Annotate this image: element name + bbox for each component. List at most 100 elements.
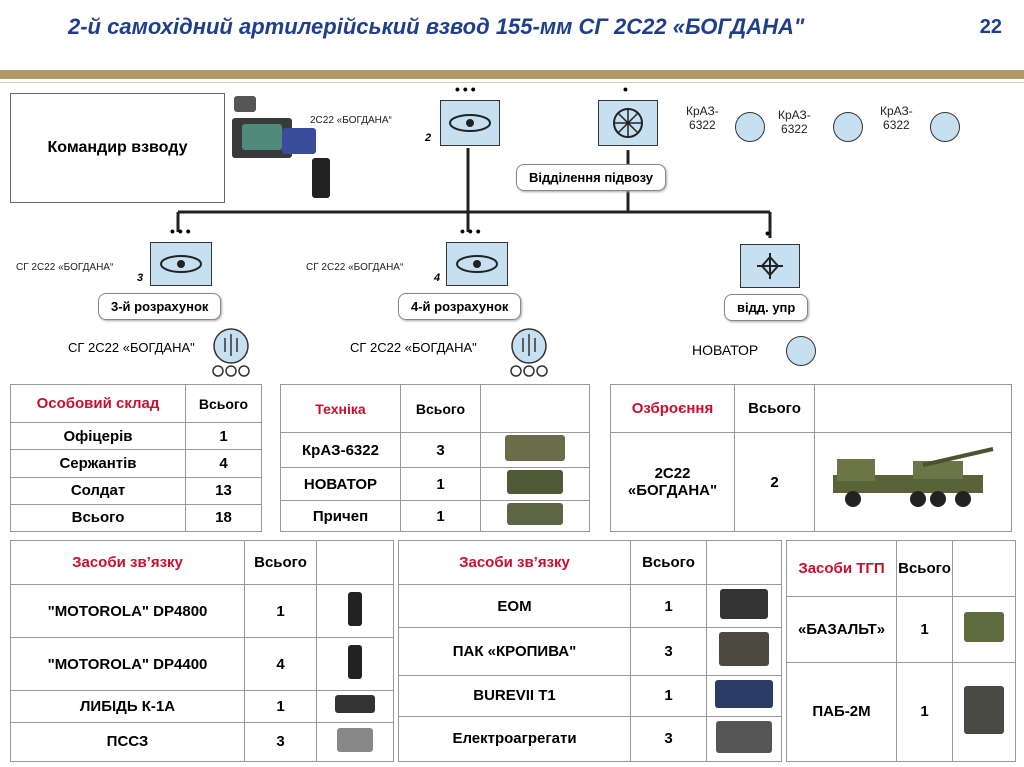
- header-divider: [0, 70, 1024, 79]
- table-row: «БАЗАЛЬТ»1: [786, 596, 1016, 663]
- rugged-case-image: [706, 627, 782, 676]
- table-cell: Електроагрегати: [398, 715, 631, 763]
- tracked-gun-icon: [449, 114, 491, 132]
- table-header: Всього: [896, 540, 953, 597]
- table-cell: 2: [734, 432, 815, 532]
- org-tree-lines: [176, 148, 772, 238]
- crew3-vehicle-label: СГ 2С22 «БОГДАНА“: [16, 262, 114, 273]
- supply-wheel-icon: [613, 108, 643, 138]
- table-header: Всього: [244, 540, 317, 585]
- table-row: ПАК «КРОПИВА"3: [398, 627, 782, 676]
- table-cell: 3: [244, 721, 317, 762]
- armored-vehicle-image: [480, 467, 590, 502]
- crew4-vehicle-label: СГ 2С22 «БОГДАНА“: [306, 262, 404, 273]
- table-header: Засоби зв’язку: [10, 540, 245, 585]
- truck-icon: [735, 112, 765, 142]
- table-cell: 1: [400, 467, 481, 502]
- artillery-director-image: [952, 661, 1016, 763]
- table-cell: НОВАТОР: [280, 467, 401, 502]
- radio-station-image: [282, 128, 316, 154]
- trailer-image: [480, 500, 590, 532]
- howitzer-image: [814, 432, 1012, 532]
- crew4-gun-label: СГ 2С22 «БОГДАНА": [350, 340, 477, 355]
- commander-label: Командир взводу: [47, 139, 188, 156]
- truck-label: КрАЗ- 6322: [778, 108, 811, 136]
- table-cell: Сержантів: [10, 449, 186, 478]
- commander-equipment-image: [228, 92, 298, 172]
- table-header-blank: [480, 384, 590, 433]
- size-dots: •••: [455, 81, 479, 97]
- table-cell: 1: [244, 690, 317, 723]
- table-cell: Причеп: [280, 500, 401, 532]
- header-divider-thin: [0, 82, 1024, 83]
- table-header-blank: [316, 540, 394, 585]
- sp-howitzer-unit-symbol: [440, 100, 500, 146]
- table-cell: 3: [630, 715, 707, 763]
- tracked-gun-icon: [160, 255, 202, 273]
- supply-unit-symbol: [598, 100, 658, 146]
- table-cell: ЕОМ: [398, 583, 631, 629]
- antenna-image: [316, 721, 394, 762]
- table-cell: 4: [185, 449, 262, 478]
- novator-label: НОВАТОР: [692, 342, 759, 358]
- table-header: Всього: [734, 384, 815, 433]
- table-cell: ЛИБІДЬ К-1А: [10, 690, 245, 723]
- page-title: 2-й самохідний артилерійський взвод 155-…: [68, 14, 805, 39]
- command-icon: [757, 253, 783, 279]
- table-header: Засоби зв’язку: [398, 540, 631, 585]
- table-header: Особовий склад: [10, 384, 186, 423]
- table-cell: 1: [630, 674, 707, 717]
- crew3-label: 3-й розрахунок: [98, 293, 222, 320]
- table-cell: 1: [630, 583, 707, 629]
- table-cell: 1: [185, 421, 262, 451]
- handheld-radio-image: [312, 158, 330, 198]
- table-header-blank: [952, 540, 1016, 597]
- radio-image: [316, 637, 394, 692]
- truck-label: КрАЗ- 6322: [880, 104, 913, 132]
- novator-icon: [786, 336, 816, 366]
- table-row: 2С22 «БОГДАНА"2: [610, 432, 1012, 532]
- truck-icon: [833, 112, 863, 142]
- commander-vehicle-number: 2: [425, 132, 432, 144]
- table-cell: 2С22 «БОГДАНА": [610, 432, 735, 532]
- size-dots: •••: [170, 223, 194, 239]
- control-unit-symbol: [740, 244, 800, 288]
- truck-image: [480, 431, 590, 469]
- size-dot: •: [623, 81, 631, 97]
- table-cell: 13: [185, 476, 262, 505]
- rangefinder-image: [952, 596, 1016, 663]
- table-cell: Офіцерів: [10, 421, 186, 451]
- commander-vehicle-label: 2С22 «БОГДАНА“: [310, 115, 392, 126]
- towed-gun-icon: [206, 326, 256, 378]
- table-cell: 4: [244, 637, 317, 692]
- table-cell: BUREVII T1: [398, 674, 631, 717]
- tracked-gun-icon: [456, 255, 498, 273]
- table-header: Всього: [400, 384, 481, 433]
- truck-icon: [930, 112, 960, 142]
- table-cell: 18: [185, 503, 262, 533]
- table-cell: 3: [400, 431, 481, 469]
- table-cell: «БАЗАЛЬТ»: [786, 596, 897, 663]
- table-cell: ПАК «КРОПИВА": [398, 627, 631, 676]
- commander-box: Командир взводу: [10, 93, 225, 203]
- crew4-unit-symbol: [446, 242, 508, 286]
- control-section-label: відд. упр: [724, 294, 809, 321]
- laptop-image: [706, 583, 782, 629]
- satellite-terminal-image: [316, 690, 394, 723]
- table-header: Озброєння: [610, 384, 735, 433]
- table-cell: ПАБ-2М: [786, 661, 897, 763]
- page-number: 22: [979, 16, 1002, 38]
- table-cell: 1: [400, 500, 481, 532]
- table-header-blank: [814, 384, 1012, 433]
